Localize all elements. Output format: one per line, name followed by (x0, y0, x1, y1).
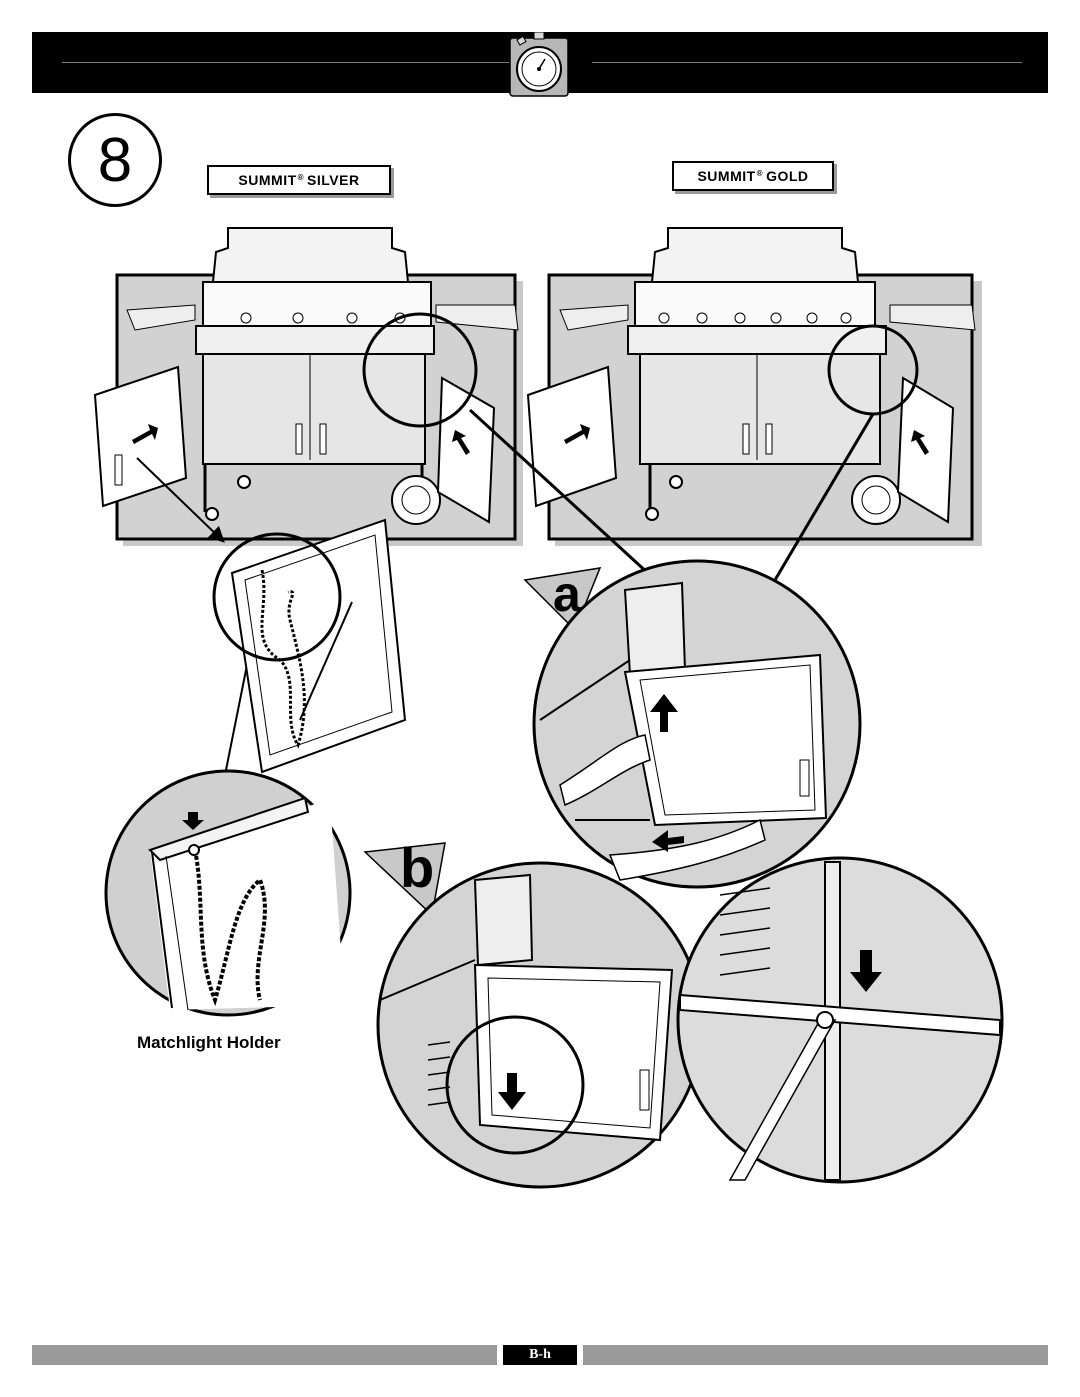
model-variant: GOLD (766, 168, 809, 184)
matchlight-holder-zoom (104, 769, 352, 1017)
step-number: 8 (68, 113, 162, 207)
header-rule-right (592, 62, 1022, 63)
model-label-silver: SUMMIT®SILVER (207, 165, 391, 195)
footer-bar-left (32, 1345, 497, 1365)
header-rule-left (62, 62, 517, 63)
model-name: SUMMIT (238, 172, 297, 188)
model-label-gold: SUMMIT®GOLD (672, 161, 834, 191)
substep-b-zoom-right (676, 856, 1004, 1184)
footer-bar-right (583, 1345, 1048, 1365)
registered-mark: ® (756, 168, 764, 178)
model-variant: SILVER (307, 172, 360, 188)
stopwatch-icon (508, 31, 570, 98)
door-detail-illustration (212, 518, 407, 774)
matchlight-holder-caption: Matchlight Holder (137, 1033, 281, 1052)
substep-b-zoom-left (376, 861, 704, 1189)
registered-mark: ® (297, 172, 305, 182)
substep-b-marker (363, 842, 446, 917)
substep-a-zoom (532, 559, 862, 889)
gold-grill-illustration (526, 227, 982, 546)
model-name: SUMMIT (697, 168, 756, 184)
page-number: B-h (503, 1345, 577, 1365)
substep-a-label: a (553, 566, 581, 622)
silver-grill-illustration (93, 227, 523, 546)
substep-b-label: b (400, 836, 435, 899)
